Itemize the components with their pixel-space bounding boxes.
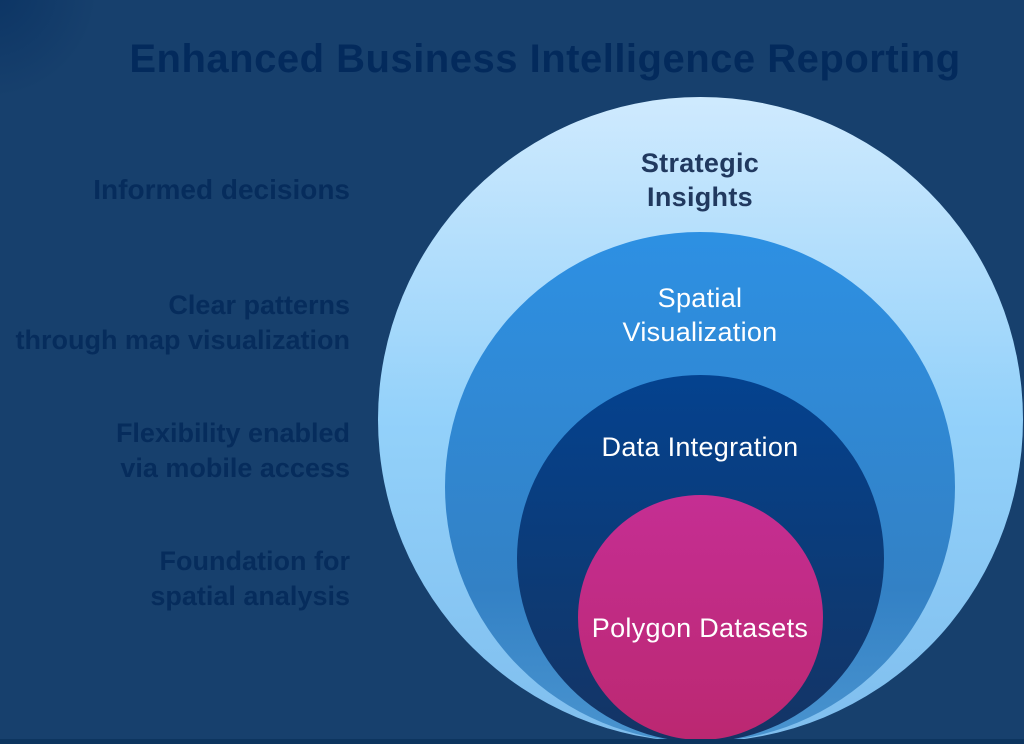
left-note-integration: Flexibility enabled via mobile access — [0, 416, 350, 486]
bottom-edge-strip — [0, 739, 1024, 744]
left-note-datasets: Foundation for spatial analysis — [0, 544, 350, 614]
label-data-integration: Data Integration — [601, 432, 799, 462]
left-note-line: via mobile access — [120, 453, 350, 483]
left-note-line: Informed decisions — [93, 174, 350, 205]
left-note-line: Flexibility enabled — [115, 418, 350, 448]
circle-polygon-datasets — [578, 495, 823, 740]
left-note-line: spatial analysis — [150, 581, 350, 611]
left-note-line: through map visualization — [15, 325, 350, 355]
label-polygon-datasets: Polygon Datasets — [591, 613, 809, 643]
page-title: Enhanced Business Intelligence Reporting — [129, 36, 961, 81]
left-note-strategic: Informed decisions — [0, 172, 350, 207]
left-note-visualization: Clear patterns through map visualization — [0, 288, 350, 358]
left-note-line: Foundation for — [159, 546, 350, 576]
left-note-line: Clear patterns — [168, 290, 350, 320]
